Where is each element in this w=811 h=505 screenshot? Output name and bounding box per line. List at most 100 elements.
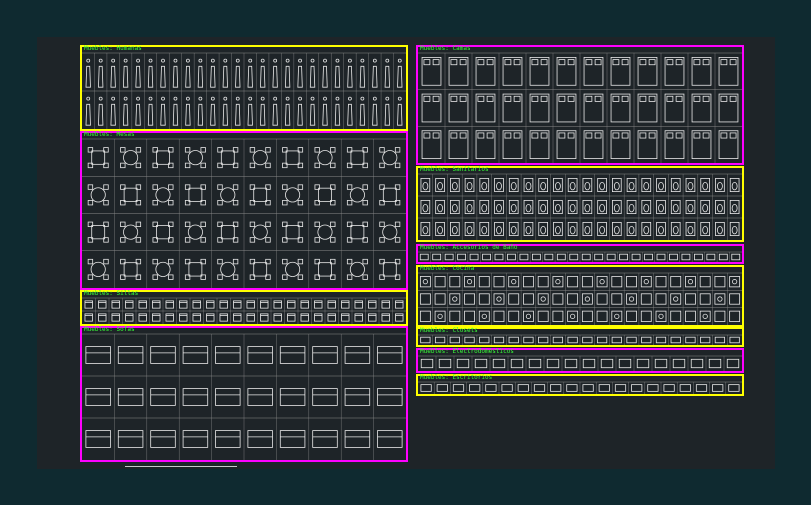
kitchen-appliance-icon [493,276,505,288]
sofa-icon [247,430,273,448]
kitchen-appliance-icon [449,310,461,322]
bed-icon [691,93,712,123]
bed-icon [502,130,523,159]
kitchen-appliance-icon [581,293,593,305]
appliance-icon [528,358,542,369]
desk-icon [582,384,594,392]
human-figure-icon [247,58,253,88]
kitchen-appliance-icon [478,293,490,305]
sanitary-fixture-icon [597,200,607,215]
sofa-icon [377,388,403,406]
human-figure-icon [210,58,216,88]
human-figure-icon [122,58,129,88]
human-figure-icon [222,96,228,126]
human-figure-icon [297,58,303,88]
sanitary-fixture-icon [670,222,681,237]
bath-accessory-icon [519,253,529,261]
bed-icon [421,93,442,123]
chair-icon [246,313,255,322]
sanitary-fixture-icon [626,222,637,237]
table-chairs-icon [217,184,239,206]
kitchen-appliance-icon [670,310,682,322]
block-sillas[interactable]: Muebles: Sillas [80,290,408,326]
sofa-icon [312,388,338,406]
bath-accessory-icon [681,253,691,261]
block-sofas[interactable]: Muebles: Sofas [80,326,408,462]
bed-icon [718,93,739,123]
block-title: Muebles: Sillas [84,290,139,297]
closet-icon [582,336,593,344]
block-escritorios[interactable]: Muebles: Escritorios [416,374,744,396]
human-figure-icon [334,96,341,126]
block-sanitarios[interactable]: Muebles: Sanitarios [416,166,744,242]
kitchen-appliance-icon [434,293,446,305]
block-border [416,265,744,327]
sanitary-fixture-icon [700,177,711,192]
human-figure-icon [85,58,91,88]
closets-symbols [416,327,744,347]
bed-icon [502,93,523,123]
chair-icon [98,300,107,309]
symbol-grid [418,355,742,371]
appliance-icon [420,358,434,369]
appliance-icon [726,358,740,369]
kitchen-appliance-icon [655,310,667,322]
chair-icon [341,313,350,322]
block-camas[interactable]: Muebles: Camas [416,45,744,165]
bed-icon [691,56,712,86]
table-chairs-icon [87,221,109,243]
block-title: Muebles: Camas [420,45,471,52]
bed-icon [583,130,604,159]
block-closets[interactable]: Muebles: Closets [416,327,744,347]
appliance-icon [690,358,704,369]
closet-icon [596,336,608,344]
block-border [416,244,744,264]
chair-icon [138,313,147,322]
chair-icon [233,300,242,309]
human-figure-icon [260,96,266,126]
block-cocina[interactable]: Muebles: Cocina [416,265,744,327]
sanitary-fixture-icon [641,200,652,215]
sanitary-fixture-icon [523,222,534,237]
sanitary-fixture-icon [464,200,475,215]
block-title: Muebles: Closets [420,327,478,334]
kitchen-appliance-icon [596,310,608,322]
block-mesas[interactable]: Muebles: Mesas [80,131,408,290]
sofa-icon [279,430,306,448]
sanitary-fixture-icon [523,177,534,192]
block-border [416,45,744,165]
sofa-icon [279,346,306,364]
kitchen-appliance-icon [685,293,696,305]
sofa-icon [117,388,144,406]
table-chairs-icon [314,147,336,169]
kitchen-appliance-icon [419,310,431,322]
block-electrodomesticos[interactable]: Muebles: Electrodomésticos [416,348,744,373]
sanitary-fixture-icon [538,222,548,237]
table-chairs-icon [379,221,401,243]
sanitary-fixture-icon [553,200,563,215]
kitchen-appliance-icon [449,276,461,288]
human-figure-icon [197,96,204,126]
bath-accessory-icon [569,253,579,261]
chair-icon [260,313,269,322]
desks-symbols [416,374,744,396]
chair-icon [300,300,309,309]
table-chairs-icon [152,147,174,169]
block-figuras-humanas[interactable]: Muebles: Humanas [80,45,408,131]
human-figure-icon [347,58,353,88]
bath-accessory-icon [544,253,554,261]
block-accesorios-bano[interactable]: Muebles: Accesorios de Baño [416,244,744,264]
appliance-icon [564,358,578,369]
human-figure-icon [372,58,378,88]
chair-icon [395,300,404,309]
bed-icon [664,93,685,123]
sofa-icon [150,388,176,406]
human-figure-icon [297,96,303,126]
chair-icon [395,313,404,322]
human-figure-icon [384,58,390,88]
kitchen-appliance-icon [626,310,637,322]
desk-icon [485,384,497,392]
sanitary-fixture-icon [729,200,740,215]
chair-icon [273,300,282,309]
sanitary-fixture-icon [700,200,711,215]
